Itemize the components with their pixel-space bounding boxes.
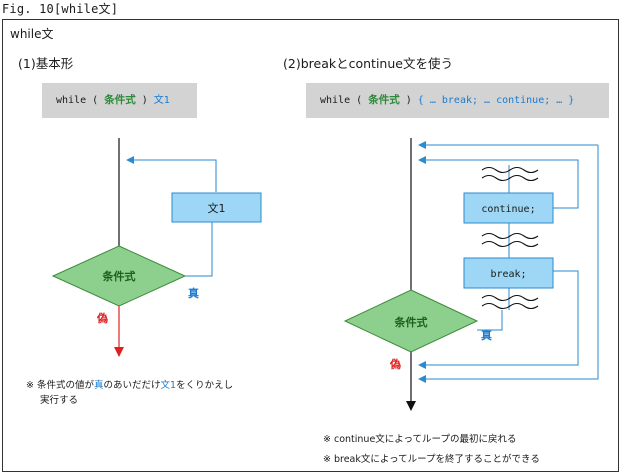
false-label: 偽 xyxy=(96,311,108,325)
false-path-arrow xyxy=(418,145,599,383)
code-condition: 条件式 xyxy=(368,94,400,106)
right-code-box: while ( 条件式 ) { … break; … continue; … } xyxy=(306,83,609,118)
left-flowchart: 文1 条件式 真 偽 xyxy=(51,138,262,357)
code-statement: 文1 xyxy=(153,95,170,106)
code-paren: ( xyxy=(356,95,363,106)
figure-caption: Fig. 10[while文] xyxy=(2,2,119,16)
code-paren: ( xyxy=(92,95,99,106)
continue-box-label: continue; xyxy=(481,204,535,215)
condition-label: 条件式 xyxy=(102,269,136,283)
false-label: 偽 xyxy=(389,357,401,371)
right-note-break: ※ break文によってループを終了することができる xyxy=(323,454,540,465)
code-body: { … break; … continue; … } xyxy=(417,95,575,106)
note-true-word: 真 xyxy=(94,380,104,391)
statement-box xyxy=(171,192,262,223)
statement-box-label: 文1 xyxy=(208,201,226,215)
code-condition: 条件式 xyxy=(104,94,136,106)
code-keyword: while xyxy=(56,95,87,106)
code-keyword: while xyxy=(320,95,351,106)
continue-box xyxy=(463,192,554,224)
code-paren: ) xyxy=(141,95,148,106)
note-text: のあいだだけ xyxy=(103,380,161,391)
break-box-label: break; xyxy=(490,269,526,280)
true-path-line xyxy=(185,222,213,277)
condition-label: 条件式 xyxy=(394,315,428,329)
note-text-line2: 実行する xyxy=(40,395,79,406)
right-heading: (2)breakとcontinue文を使う xyxy=(283,56,453,71)
left-code-box: while ( 条件式 ) 文1 xyxy=(42,83,197,118)
left-heading: (1)基本形 xyxy=(18,56,74,71)
break-arrow xyxy=(418,270,579,369)
right-flowchart: continue; break; 条件式 真 偽 xyxy=(343,138,599,411)
true-label: 真 xyxy=(481,328,492,342)
note-text: をくりかえし xyxy=(176,380,234,391)
true-label: 真 xyxy=(188,286,199,300)
loop-back-arrow xyxy=(126,156,217,192)
continue-arrow xyxy=(418,156,579,209)
true-path-line xyxy=(477,310,503,331)
break-box xyxy=(463,257,554,289)
condition-diamond xyxy=(343,289,479,353)
note-text: 条件式の値が xyxy=(37,380,95,391)
main-title: while文 xyxy=(10,27,54,41)
figure-frame xyxy=(2,19,619,472)
note-mark: ※ xyxy=(26,380,34,391)
omission-marks xyxy=(481,166,539,310)
code-paren: ) xyxy=(405,95,412,106)
note-statement-word: 文1 xyxy=(160,380,177,391)
left-note: ※ 条件式の値が真のあいだだけ文1をくりかえし 実行する xyxy=(26,378,266,408)
right-note-continue: ※ continue文によってループの最初に戻れる xyxy=(323,434,517,445)
